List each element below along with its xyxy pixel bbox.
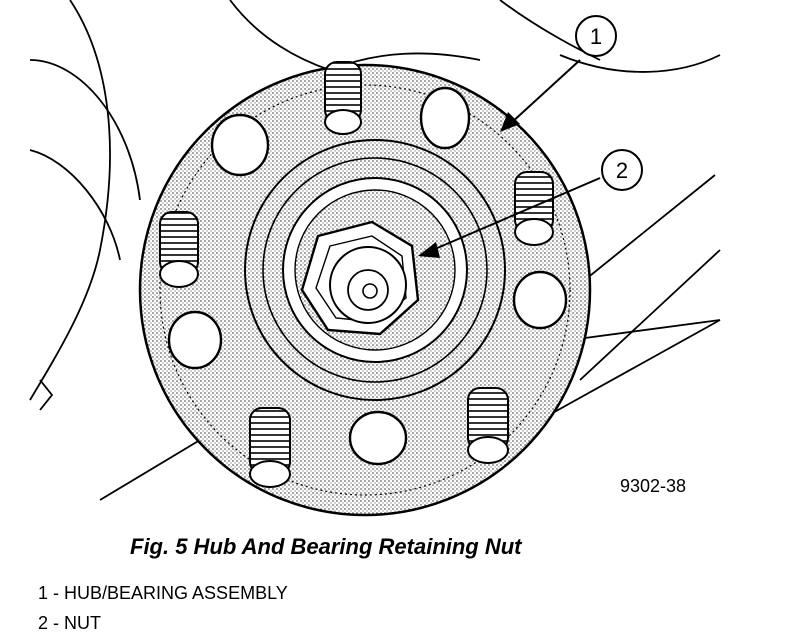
- callout-2: 2: [418, 149, 643, 258]
- legend-text: NUT: [64, 613, 102, 633]
- stud-hole: [419, 86, 471, 150]
- legend: 1 - HUB/BEARING ASSEMBLY 2 - NUT: [38, 578, 288, 638]
- legend-separator: -: [48, 613, 65, 633]
- wheel-stud: [249, 407, 291, 488]
- figure-id-label: 9302-38: [620, 476, 686, 496]
- stud-holes: [167, 86, 568, 466]
- legend-item: 1 - HUB/BEARING ASSEMBLY: [38, 578, 288, 608]
- stud-hole: [167, 310, 223, 370]
- stud-hole: [348, 410, 408, 466]
- stud-hole: [512, 270, 568, 330]
- wheel-stud: [514, 171, 554, 246]
- wheel-stud: [467, 387, 509, 464]
- stud-hole: [210, 113, 270, 177]
- legend-number: 1: [38, 583, 49, 603]
- callout-2-number: 2: [616, 158, 628, 183]
- wheel-studs: [159, 61, 554, 488]
- retaining-nut: [300, 220, 420, 336]
- wheel-stud: [324, 61, 362, 135]
- legend-text: HUB/BEARING ASSEMBLY: [64, 583, 288, 603]
- callout-1-number: 1: [590, 24, 602, 49]
- wheel-stud: [159, 211, 199, 288]
- callout-1: 1: [500, 15, 617, 132]
- figure-caption: Fig. 5 Hub And Bearing Retaining Nut: [130, 534, 522, 559]
- legend-separator: -: [48, 583, 65, 603]
- legend-number: 2: [38, 613, 49, 633]
- hub-bearing-illustration: 1 2 9302-38: [29, 0, 721, 517]
- legend-item: 2 - NUT: [38, 608, 288, 638]
